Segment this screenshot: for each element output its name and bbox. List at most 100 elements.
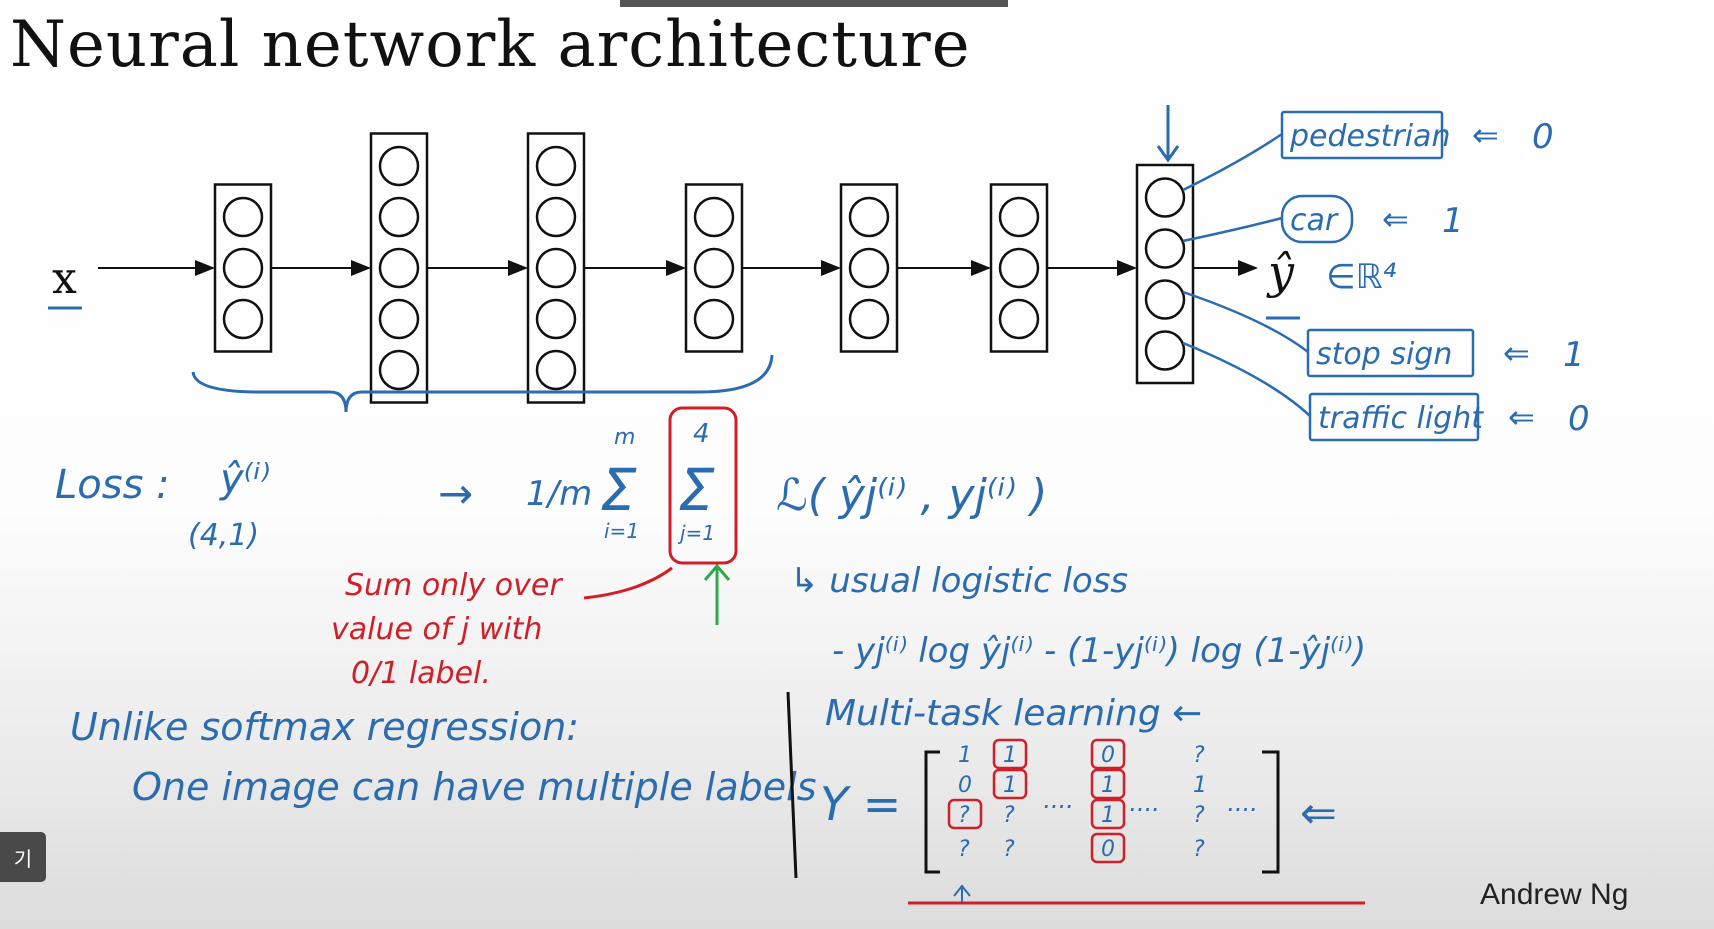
inner-sum-highlight	[668, 406, 738, 565]
red-note-connector	[583, 566, 673, 600]
neuron	[1144, 228, 1186, 269]
output-value-2: 1	[1442, 201, 1464, 241]
matrix-cell: 1	[1003, 743, 1017, 768]
matrix-cell-box	[947, 798, 983, 830]
y-matrix-label: Y =	[820, 777, 901, 831]
multitask-label: Multi-task learning ←	[825, 693, 1202, 734]
output-arrow-left: ⇐	[1472, 116, 1499, 154]
matrix-cell-box	[992, 738, 1028, 770]
output-labels: pedestrian ⇐ 0 car ⇐ 1 stop sign ⇐ 1 traffic ligh…	[1182, 110, 1590, 442]
loss-arrow: →	[438, 469, 473, 518]
matrix-cell: 1	[1101, 803, 1115, 828]
output-arrow-left: ⇐	[1503, 334, 1530, 372]
output-label-1: pedestrian	[1289, 119, 1450, 154]
red-annotation-line: 0/1 label.	[351, 656, 491, 691]
loss-term: ℒ( ŷj⁽ⁱ⁾ , yj⁽ⁱ⁾ )	[776, 470, 1047, 521]
output-label-box	[1306, 328, 1475, 378]
output-label-2: car	[1290, 203, 1339, 238]
neuron	[998, 298, 1040, 340]
outer-sum-bottom: i=1	[604, 519, 639, 543]
neuron	[998, 247, 1040, 289]
neuron	[848, 247, 890, 289]
neuron	[1144, 177, 1186, 218]
output-connector	[1182, 132, 1283, 192]
red-annotation-line: Sum only over	[345, 568, 563, 603]
matrix-dots-1: ····	[1042, 793, 1073, 821]
neuron	[535, 247, 577, 289]
neuron	[1144, 330, 1186, 371]
output-value-1: 0	[1532, 117, 1554, 157]
neuron	[222, 247, 264, 289]
red-annotation-line: value of j with	[331, 612, 542, 647]
video-progress-bar[interactable]	[620, 0, 1008, 7]
neuron	[535, 349, 577, 391]
output-label: ŷ	[1266, 245, 1295, 299]
output-space: ∈ℝ⁴	[1326, 257, 1397, 297]
matrix-cell: ?	[1003, 837, 1015, 862]
output-value-3: 1	[1563, 335, 1585, 375]
output-connector	[1182, 290, 1309, 353]
matrix-arrow: ⇐	[1300, 788, 1337, 839]
matrix-dots-3: ····	[1226, 796, 1257, 824]
matrix-cell: 0	[958, 773, 972, 798]
neuron	[535, 145, 577, 187]
output-arrow-left: ⇐	[1382, 200, 1409, 238]
matrix-cell: ?	[1193, 837, 1205, 862]
neuron	[378, 196, 420, 238]
loss-yhat: ŷ⁽ⁱ⁾	[219, 456, 270, 502]
red-annotation: Sum only over value of j with 0/1 label.	[331, 568, 563, 691]
usual-loss-note: ↳ usual logistic loss	[790, 561, 1128, 601]
matrix-cell-box	[1090, 768, 1126, 800]
neuron	[693, 247, 735, 289]
output-label-box	[1280, 194, 1354, 244]
matrix-cell-box	[1090, 832, 1126, 864]
matrix-right-bracket	[1262, 750, 1280, 874]
neuron	[378, 349, 420, 391]
loss-shape: (4,1)	[188, 518, 259, 553]
matrix-cell: 1	[958, 743, 972, 768]
neuron	[222, 298, 264, 340]
matrix-cell: 1	[1003, 773, 1017, 798]
video-caption-badge[interactable]: 기	[0, 832, 46, 882]
input-label: x	[52, 253, 77, 304]
neuron	[535, 196, 577, 238]
vertical-divider	[786, 691, 798, 879]
output-label-4: traffic light	[1318, 401, 1484, 436]
output-value-4: 0	[1568, 399, 1590, 439]
neuron	[848, 298, 890, 340]
matrix-dots-2: ····	[1128, 796, 1159, 824]
matrix-pointer	[953, 884, 971, 902]
inner-sum-sigma: Σ	[678, 456, 715, 524]
neuron	[378, 298, 420, 340]
output-label-3: stop sign	[1316, 337, 1452, 372]
neuron	[848, 196, 890, 238]
matrix-cell-box	[1090, 738, 1126, 770]
output-layer-pointer	[1156, 105, 1180, 163]
layers-brace	[191, 354, 774, 413]
neuron	[693, 196, 735, 238]
page-title: Neural network architecture	[10, 8, 971, 82]
matrix-cell-box	[992, 768, 1028, 800]
inner-sum-pointer	[703, 563, 731, 625]
outer-sum-top: m	[614, 425, 635, 450]
matrix-cell: 1	[1101, 773, 1115, 798]
loss-label: Loss :	[55, 462, 170, 508]
matrix-cell: ?	[958, 803, 970, 828]
softmax-note: Unlike softmax regression:One image can …	[70, 705, 817, 809]
neuron	[1144, 279, 1186, 320]
output-connector	[1182, 216, 1283, 243]
matrix-cell: ?	[1003, 803, 1015, 828]
logistic-formula: - yj⁽ⁱ⁾ log ŷj⁽ⁱ⁾ - (1-yj⁽ⁱ⁾) log (1-ŷj⁽…	[832, 631, 1366, 671]
matrix-left-bracket	[924, 750, 940, 874]
author-credit: Andrew Ng	[1480, 878, 1629, 911]
output-label-box	[1308, 392, 1480, 442]
inner-sum-bottom: j=1	[677, 521, 715, 545]
matrix-cell: ?	[1193, 803, 1205, 828]
loss-frac: 1/m	[526, 474, 592, 514]
matrix-cell: 0	[1101, 837, 1115, 862]
inner-sum-top: 4	[693, 419, 710, 449]
layer-7-box	[1135, 163, 1195, 385]
matrix-cell-box	[1090, 798, 1126, 830]
